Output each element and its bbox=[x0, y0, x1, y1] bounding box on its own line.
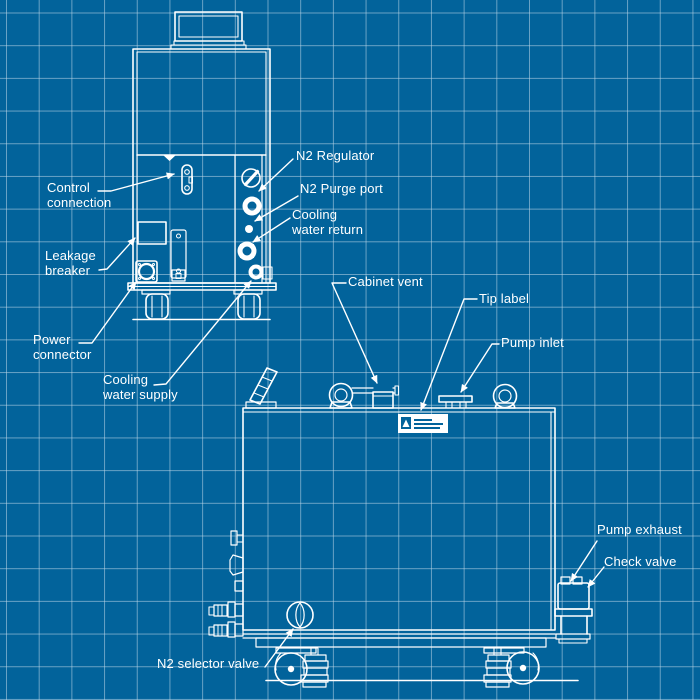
hose-coupler-lower bbox=[208, 621, 244, 638]
vent-rod bbox=[351, 385, 400, 396]
leveling-foot-right bbox=[483, 647, 512, 688]
leader-pump-inlet bbox=[460, 343, 500, 393]
tip-label-sticker bbox=[398, 414, 448, 433]
cooling-water-supply-port bbox=[248, 264, 273, 280]
mounting-plate bbox=[170, 229, 187, 279]
caster-rear-right bbox=[233, 289, 263, 320]
label-n2-purge-port: N2 Purge port bbox=[300, 181, 383, 196]
pump-side-view bbox=[208, 282, 605, 688]
label-pump-exhaust: Pump exhaust bbox=[597, 522, 682, 537]
caster-side-left bbox=[274, 647, 329, 688]
fitting-bracket-tab bbox=[236, 534, 244, 543]
label-cooling-water-supply: Cooling water supply bbox=[103, 372, 178, 402]
drain-fitting bbox=[171, 269, 186, 282]
leveling-foot-left bbox=[300, 647, 329, 688]
label-n2-selector-valve: N2 selector valve bbox=[157, 656, 260, 671]
power-connector-socket bbox=[135, 260, 158, 283]
leader-control-connection bbox=[97, 172, 175, 192]
leader-cooling-water-supply bbox=[153, 280, 252, 386]
leakage-breaker-box bbox=[137, 221, 167, 245]
eye-bolt-right bbox=[492, 383, 518, 409]
panel-seam-mark bbox=[163, 155, 176, 161]
leader-tip-label bbox=[420, 298, 478, 411]
label-control-connection: Control connection bbox=[47, 180, 112, 210]
pump-inlet-flange bbox=[438, 395, 473, 409]
leader-pump-exhaust bbox=[570, 540, 598, 582]
fitting-bracket bbox=[230, 530, 238, 546]
hose-coupler-upper bbox=[208, 601, 244, 618]
n2-regulator-knob bbox=[241, 168, 261, 188]
leader-cabinet-vent bbox=[331, 282, 378, 384]
fitting-block bbox=[234, 580, 244, 592]
label-check-valve: Check valve bbox=[604, 554, 677, 569]
leader-n2-regulator bbox=[258, 158, 294, 192]
cooling-water-return-port bbox=[237, 241, 257, 261]
label-tip-label: Tip label bbox=[479, 291, 530, 306]
leader-cooling-water-return bbox=[252, 217, 291, 243]
label-leakage-breaker: Leakage breaker bbox=[45, 248, 96, 278]
cabinet-body bbox=[132, 48, 271, 284]
side-view-leaders bbox=[264, 282, 605, 668]
side-fittings bbox=[208, 530, 244, 638]
eye-bolt-left bbox=[328, 382, 354, 409]
label-pump-inlet: Pump inlet bbox=[501, 335, 564, 350]
label-n2-regulator: N2 Regulator bbox=[296, 148, 375, 163]
exhaust-duct bbox=[170, 11, 247, 50]
rear-view-leaders bbox=[78, 158, 299, 386]
label-cooling-water-return: Cooling water return bbox=[292, 207, 364, 237]
pump-body bbox=[242, 407, 556, 648]
base-frame bbox=[127, 282, 277, 291]
label-power-connector: Power connector bbox=[33, 332, 92, 362]
n2-regulator-port bbox=[242, 196, 262, 216]
leader-leakage-breaker bbox=[98, 237, 136, 271]
caster-side-right bbox=[483, 647, 540, 688]
lift-handle bbox=[245, 367, 278, 409]
leader-n2-purge-port bbox=[254, 195, 299, 222]
control-connector bbox=[181, 164, 193, 195]
cabinet-rear-view bbox=[78, 11, 299, 386]
leader-n2-selector-valve bbox=[264, 628, 294, 668]
leader-check-valve bbox=[587, 566, 605, 588]
check-valve-assembly bbox=[554, 576, 593, 644]
leader-power-connector bbox=[78, 281, 137, 344]
n2-selector-valve-knob bbox=[286, 601, 314, 629]
label-cabinet-vent: Cabinet vent bbox=[348, 274, 423, 289]
caster-rear-left bbox=[141, 289, 171, 320]
fitting-horn bbox=[229, 554, 244, 576]
n2-purge-port-fitting bbox=[245, 225, 253, 233]
cabinet-vent-box bbox=[372, 391, 394, 409]
